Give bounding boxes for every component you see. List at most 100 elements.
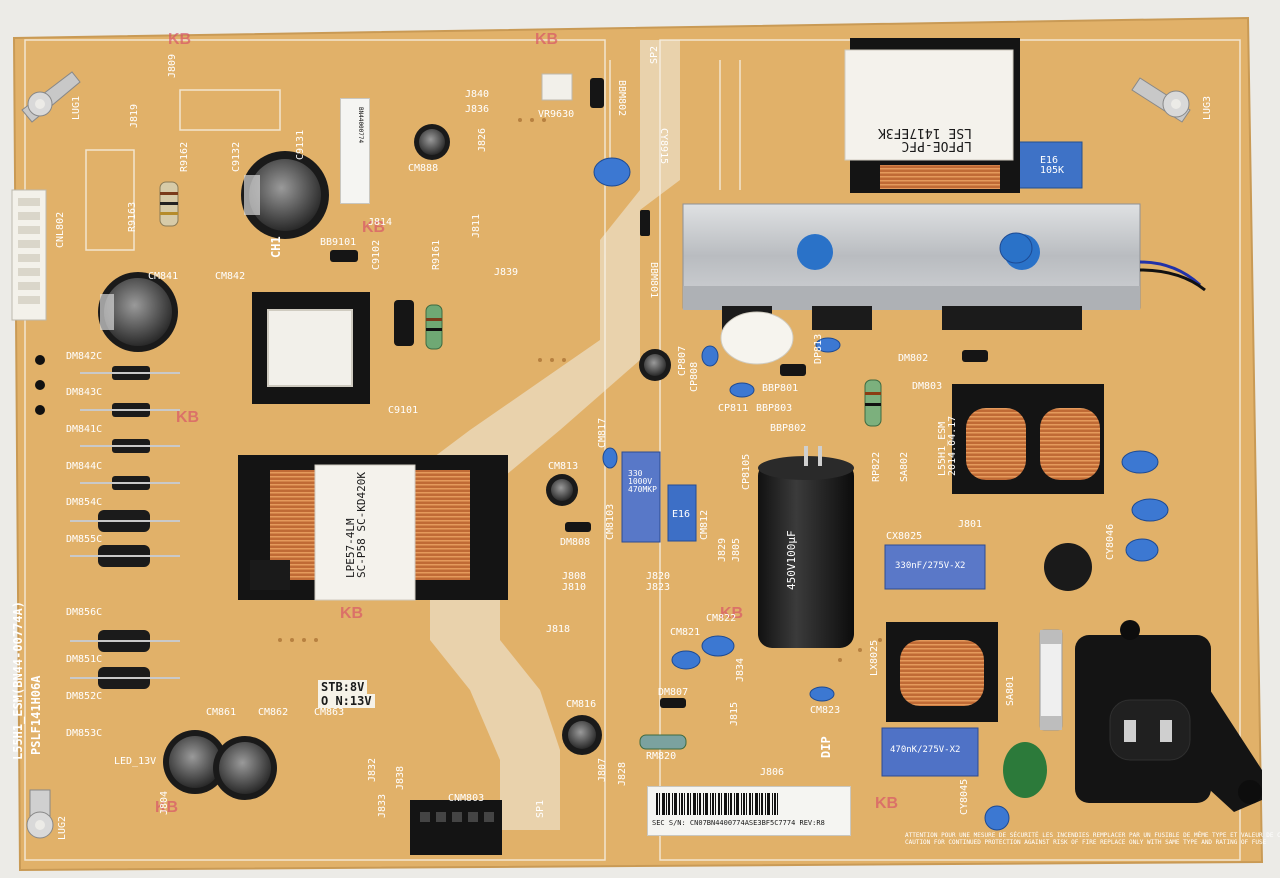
ref-dm803: DM803: [912, 381, 943, 392]
ref-cm863: CM863: [314, 707, 345, 718]
ref-j805: J805: [731, 537, 742, 562]
ref-bb9101: BB9101: [320, 237, 357, 248]
ref-j818: J818: [546, 624, 571, 635]
on-label: O N:13V: [318, 694, 375, 708]
stb-label: STB:8V: [318, 680, 368, 694]
x-cap-label-1: 330nF/275V-X2: [895, 561, 966, 571]
ref-j820: J820: [646, 571, 671, 582]
film-cap-330: 330 1000V 470MKP: [628, 469, 657, 494]
bulk-capacitor: [758, 446, 854, 648]
ref-j829: J829: [717, 537, 728, 562]
ref-dm853c: DM853C: [66, 728, 103, 739]
ref-j834: J834: [735, 657, 746, 682]
ref-j815: J815: [729, 701, 740, 726]
ref-rm820: RM820: [646, 751, 677, 762]
ref-cm812: CM812: [699, 509, 710, 540]
ref-dm802: DM802: [898, 353, 929, 364]
svg-text:KB: KB: [176, 409, 199, 426]
ac-inlet: [1075, 620, 1262, 812]
ref-sa801: SA801: [1005, 675, 1016, 706]
fuse-warning-text: ATTENTION POUR UNE MESURE DE SÉCURITÉ LE…: [905, 832, 1280, 847]
ntc-thermistor: [1044, 543, 1092, 591]
film-caps: [621, 141, 1083, 777]
ref-sa802: SA802: [899, 451, 910, 482]
ref-dm856c: DM856C: [66, 607, 103, 618]
ferrite-ring: [720, 311, 794, 365]
svg-text:KB: KB: [362, 219, 385, 236]
ref-r9162: R9162: [179, 141, 190, 172]
ref-cm861: CM861: [206, 707, 237, 718]
ref-bbm802: BBM802: [616, 80, 627, 117]
ref-cp811: CP811: [718, 403, 749, 414]
ref-j826: J826: [477, 127, 488, 152]
ref-dm808: DM808: [560, 537, 591, 548]
ref-cnl802: CNL802: [55, 211, 66, 248]
bulk-cap-label: 450V100µF: [785, 530, 798, 590]
ref-rp822: RP822: [871, 451, 882, 482]
cap-cm816: [562, 715, 602, 755]
ref-j833: J833: [377, 793, 388, 818]
ref-c9132: C9132: [231, 141, 242, 172]
ref-dm842c: DM842C: [66, 351, 103, 362]
ref-cm888: CM888: [408, 163, 439, 174]
isolation-slot: [430, 40, 680, 830]
ref-j809: J809: [167, 53, 178, 78]
ref-dm852c: DM852C: [66, 691, 103, 702]
serial-text: SEC S/N: CN07BN4400774ASE3BF5C7774 REV:R…: [652, 819, 825, 827]
lug-top-left: [21, 71, 81, 123]
ref-dm855c: DM855C: [66, 534, 103, 545]
svg-text:KB: KB: [340, 605, 363, 622]
ref-cy8046: CY8046: [1105, 523, 1116, 560]
ref-j838: J838: [395, 765, 406, 790]
ref-cp807: CP807: [677, 345, 688, 376]
film-cap-e16-2: E16: [672, 509, 691, 520]
ch1-label: CH1: [269, 236, 283, 258]
ref-cm841: CM841: [148, 271, 179, 282]
cap-cp807: [639, 349, 671, 381]
svg-text:KB: KB: [535, 31, 558, 48]
dip-label: DIP: [819, 736, 833, 758]
ref-dm841c: DM841C: [66, 424, 103, 435]
ref-dm843c: DM843C: [66, 387, 103, 398]
ref-cm8103: CM8103: [605, 503, 616, 540]
ref-dm807: DM807: [658, 687, 689, 698]
ref-j804: J804: [159, 790, 170, 815]
output-connector-cnm803: [410, 800, 502, 855]
ref-cy8045: CY8045: [959, 778, 970, 815]
pfc-inductor-label: LPFOE-PFC LSE 1417EF3K: [878, 125, 972, 153]
pfc-inductor: [844, 38, 1020, 193]
ref-sp2: SP2: [649, 45, 660, 64]
ref-cm822: CM822: [706, 613, 737, 624]
ref-cm842: CM842: [215, 271, 246, 282]
ref-j811: J811: [471, 213, 482, 238]
ref-cm823: CM823: [810, 705, 841, 716]
cap-cm841: [98, 272, 178, 352]
ref-j832: J832: [367, 757, 378, 782]
small-sticker: BN44000774: [340, 98, 370, 204]
ref-cp8105: CP8105: [741, 453, 752, 490]
ref-bbp802: BBP802: [770, 423, 807, 434]
ref-lx8025: LX8025: [869, 639, 880, 676]
ref-j828: J828: [617, 761, 628, 786]
film-cap-e16-1: E16 105K: [1040, 155, 1065, 176]
ref-j839: J839: [494, 267, 519, 278]
cap-c9131: [241, 151, 329, 239]
ref-j801: J801: [958, 519, 983, 530]
cap-cm888: [414, 124, 450, 160]
ref-cm813: CM813: [548, 461, 579, 472]
fuse: [1039, 629, 1063, 731]
ref-r9161: R9161: [431, 239, 442, 270]
ref-j823: J823: [646, 582, 671, 593]
lug-top-right: [1131, 77, 1191, 123]
ref-dp813: DP813: [813, 333, 824, 364]
ref-cm821: CM821: [670, 627, 701, 638]
varistor: [1003, 742, 1047, 798]
ref-c9102: C9102: [371, 239, 382, 270]
standby-transformer: [252, 292, 370, 404]
ref-j810: J810: [562, 582, 587, 593]
lug1-label: LUG1: [71, 95, 82, 120]
ref-cp808: CP808: [689, 361, 700, 392]
lug2-label: LUG2: [57, 815, 68, 840]
